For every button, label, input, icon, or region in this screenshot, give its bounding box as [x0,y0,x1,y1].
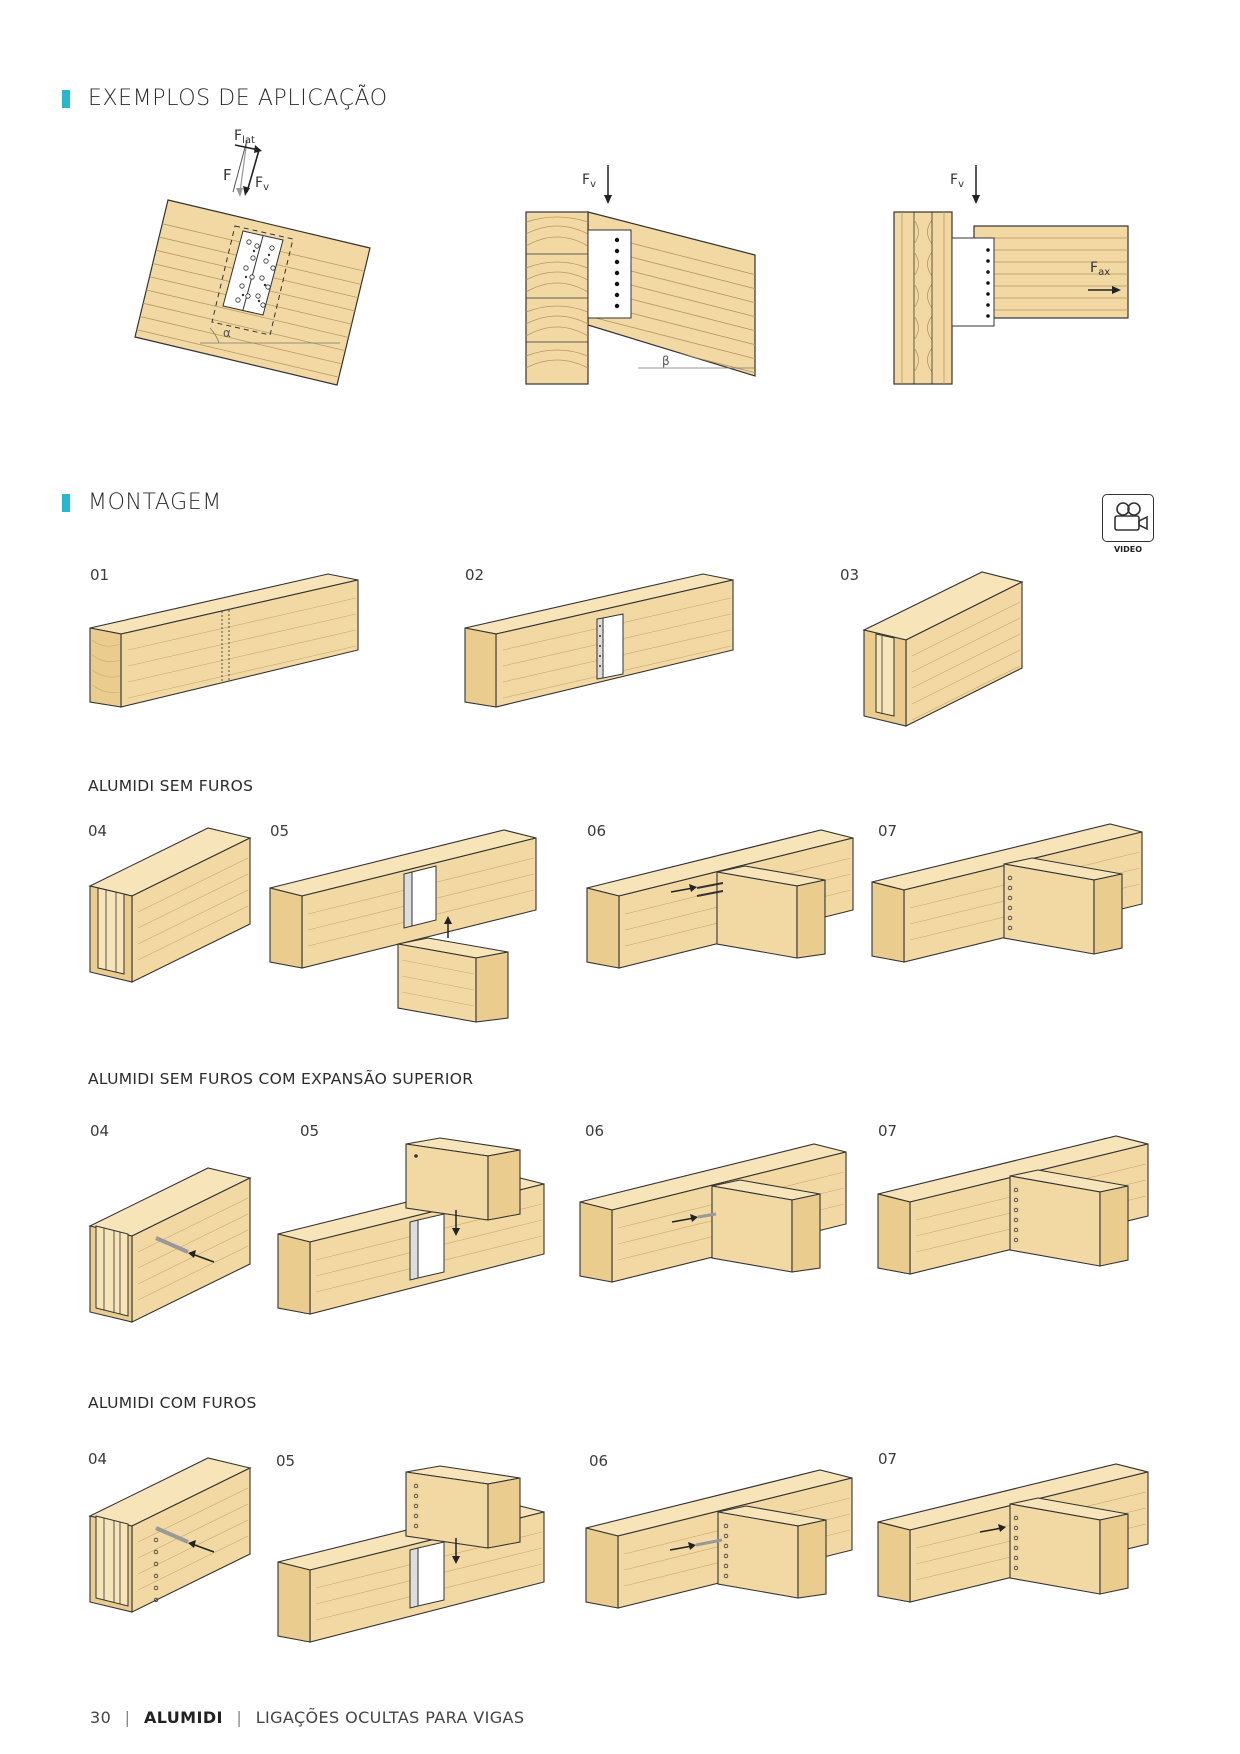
step-number: 06 [587,822,607,840]
step-number: 06 [589,1452,609,1470]
group2-step-07-drawing [877,1135,1149,1275]
svg-text:Fv: Fv [950,172,964,190]
video-button[interactable] [1102,494,1154,542]
svg-text:Fax: Fax [1090,260,1110,278]
group1-step-05-drawing [269,829,537,1023]
application-figure-sloped-joint: β Fv [525,165,756,385]
step-number: 07 [878,822,898,840]
svg-text:α: α [223,326,231,340]
step-number: 02 [465,566,485,584]
group2-step-04-drawing [88,1167,252,1323]
group3-step-05-drawing [277,1465,545,1643]
video-label: VIDEO [1113,545,1143,554]
step-number: 04 [88,822,108,840]
group-title: ALUMIDI COM FUROS [88,1394,257,1412]
footer-separator: | [236,1708,243,1727]
section-title: MONTAGEM [88,490,222,515]
section-heading-examples: EXEMPLOS DE APLICAÇÃO [62,86,388,111]
step-01-drawing [89,573,359,708]
group1-step-06-drawing [586,829,854,969]
group3-step-06-drawing [585,1469,853,1609]
group-title: ALUMIDI SEM FUROS [88,777,254,795]
step-03-drawing [862,571,1024,727]
page-number: 30 [90,1708,112,1727]
group2-step-05-drawing [277,1137,545,1315]
svg-text:Flat: Flat [234,128,255,146]
accent-bar [62,89,70,108]
step-number: 04 [90,1122,110,1140]
accent-bar [62,493,70,512]
group1-step-04-drawing [88,827,252,983]
svg-text:Fv: Fv [255,175,269,193]
svg-text:β: β [662,354,670,368]
application-figure-inclined: α Flat F Fv [134,128,371,386]
step-number: 05 [270,822,290,840]
svg-text:Fv: Fv [582,172,596,190]
step-number: 05 [276,1452,296,1470]
footer-subtitle: LIGAÇÕES OCULTAS PARA VIGAS [255,1708,525,1727]
step-number: 03 [840,566,860,584]
group-title: ALUMIDI SEM FUROS COM EXPANSÃO SUPERIOR [88,1070,474,1088]
group3-step-07-drawing [877,1463,1149,1603]
section-heading-assembly: MONTAGEM [62,490,222,515]
svg-text:F: F [223,166,232,184]
step-number: 04 [88,1450,108,1468]
step-number: 07 [878,1122,898,1140]
group1-step-07-drawing [871,823,1143,963]
step-number: 01 [90,566,110,584]
video-camera-icon [1114,502,1148,531]
footer-separator: | [124,1708,131,1727]
page-footer: 30 | ALUMIDI | LIGAÇÕES OCULTAS PARA VIG… [90,1708,524,1727]
step-number: 06 [585,1122,605,1140]
group2-step-06-drawing [579,1143,847,1283]
group3-step-04-drawing [88,1457,252,1613]
step-number: 07 [878,1450,898,1468]
application-figure-axial-load: Fv Fax [893,165,1129,385]
step-number: 05 [300,1122,320,1140]
step-02-drawing [464,573,734,708]
footer-brand: ALUMIDI [143,1708,223,1727]
section-title: EXEMPLOS DE APLICAÇÃO [88,86,388,111]
